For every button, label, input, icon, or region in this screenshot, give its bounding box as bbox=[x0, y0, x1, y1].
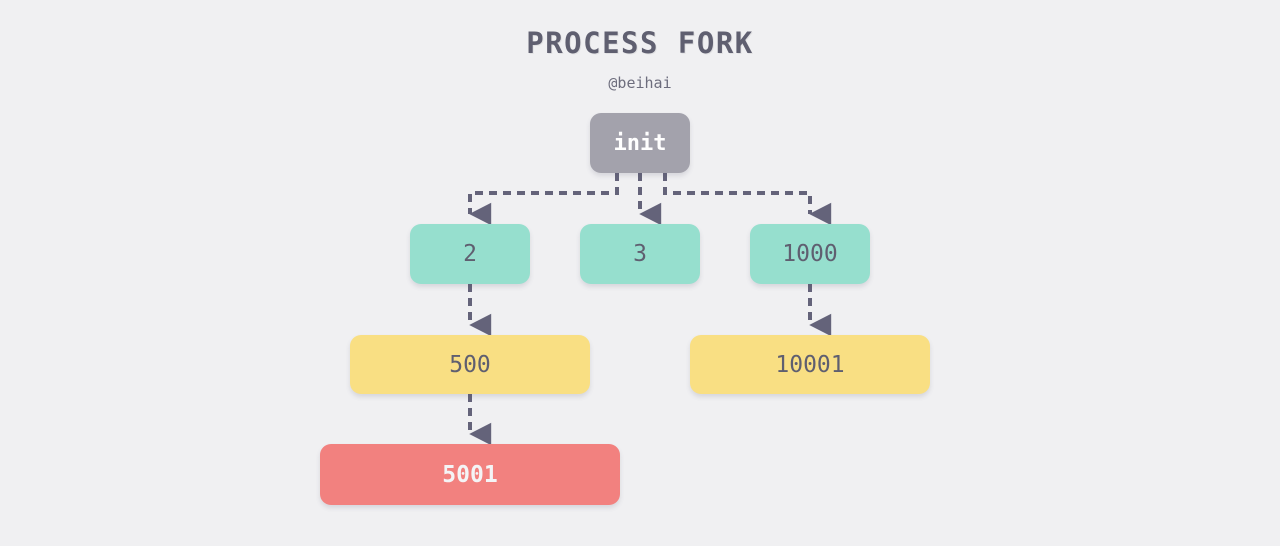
process-node-init[interactable]: init bbox=[590, 113, 690, 173]
edge-init-to-1000 bbox=[663, 173, 832, 226]
process-node-label: 5001 bbox=[442, 461, 498, 488]
process-node-label: 10001 bbox=[775, 351, 845, 378]
process-node-3[interactable]: 3 bbox=[580, 224, 700, 284]
process-node-2[interactable]: 2 bbox=[410, 224, 530, 284]
process-node-label: 3 bbox=[633, 241, 647, 267]
edge-init-to-2 bbox=[468, 173, 619, 226]
process-node-10001[interactable]: 10001 bbox=[690, 335, 930, 394]
process-node-label: 500 bbox=[449, 351, 491, 378]
process-node-500[interactable]: 500 bbox=[350, 335, 590, 394]
process-node-5001[interactable]: 5001 bbox=[320, 444, 620, 505]
process-node-label: init bbox=[613, 130, 667, 156]
page-title: PROCESS FORK bbox=[526, 26, 754, 60]
process-node-label: 2 bbox=[463, 241, 477, 267]
process-node-label: 1000 bbox=[782, 241, 838, 267]
process-node-1000[interactable]: 1000 bbox=[750, 224, 870, 284]
page-subtitle: @beihai bbox=[608, 74, 672, 92]
